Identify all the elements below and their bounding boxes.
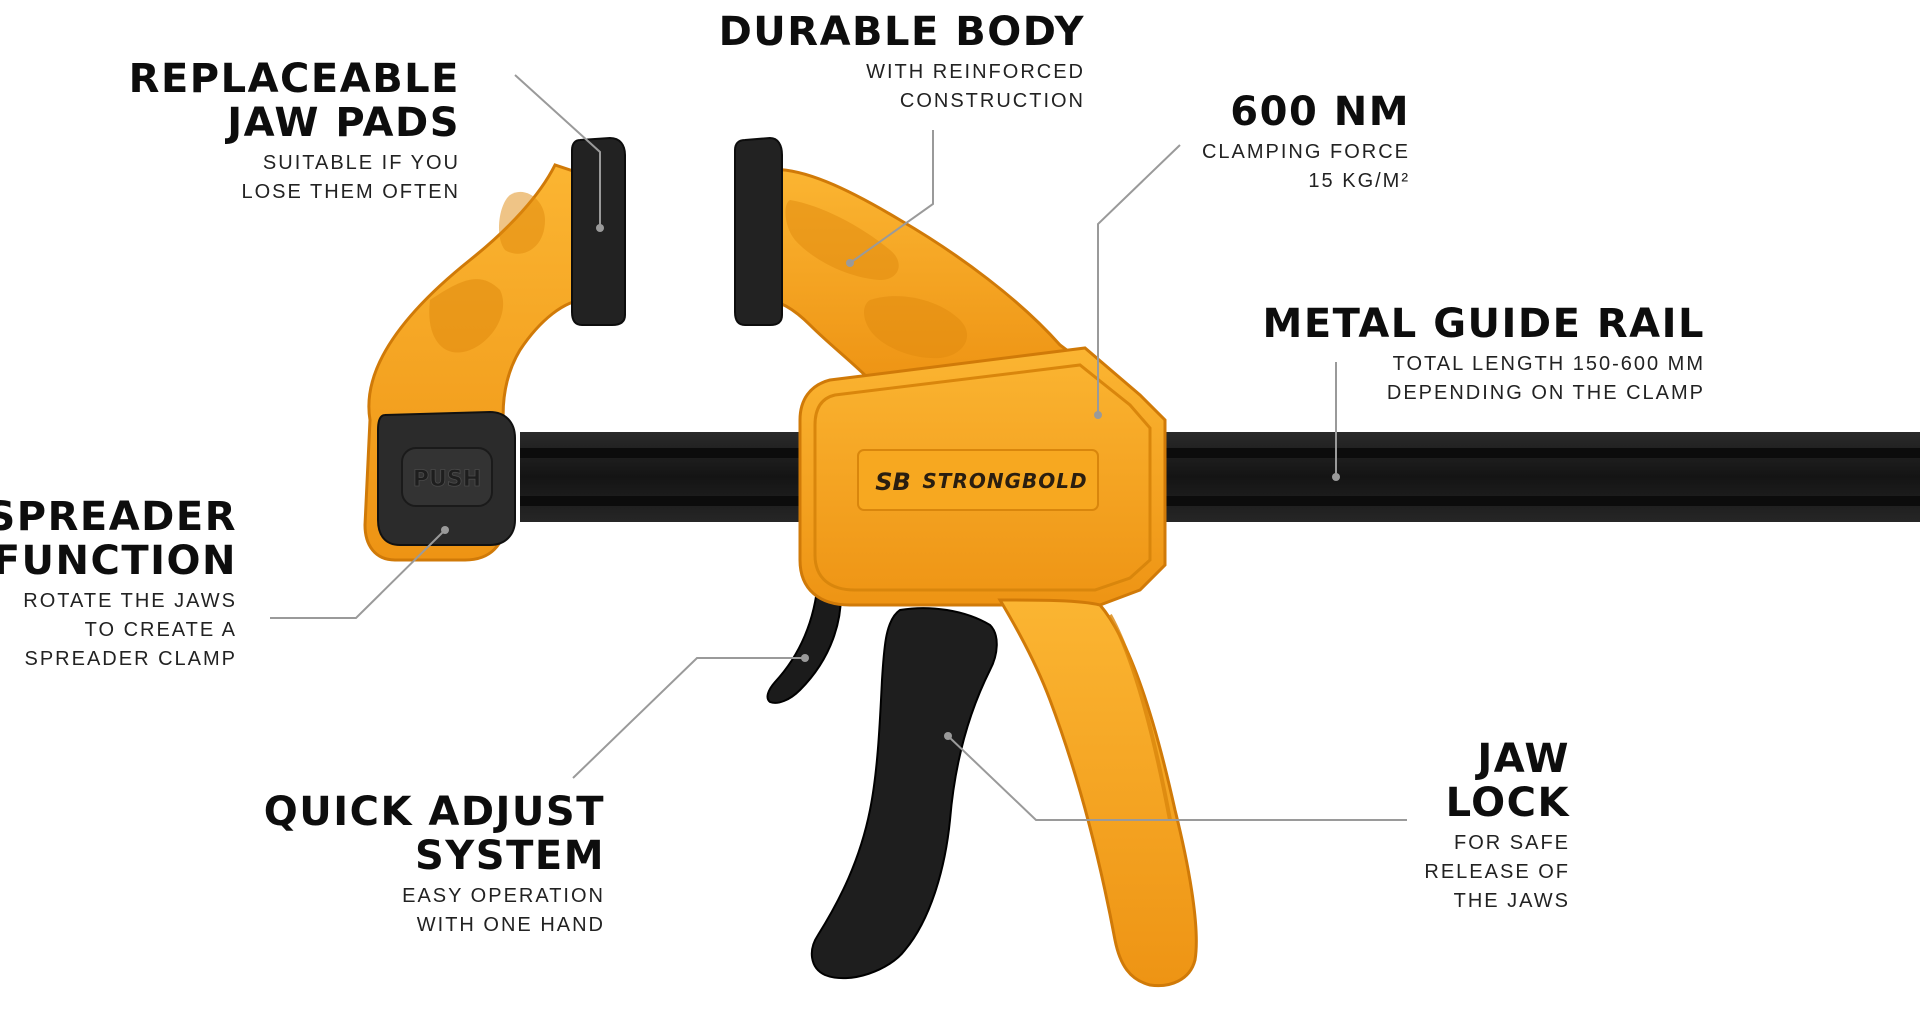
leader-dot-jaw-lock (944, 732, 952, 740)
callout-durable-body-description: WITH REINFORCED CONSTRUCTION (866, 61, 1085, 112)
callout-jaw-lock: JAW LOCK FOR SAFE RELEASE OF THE JAWS (1190, 737, 1570, 916)
quick-release-lever (766, 579, 842, 704)
leader-dot-spreader (441, 526, 449, 534)
callout-spreader-title: SPREADER FUNCTION (0, 494, 237, 584)
push-label: PUSH (413, 467, 481, 492)
callout-clamping-force-description: CLAMPING FORCE 15 KG/M² (1201, 141, 1410, 192)
callout-quick-adjust-description: EASY OPERATION WITH ONE HAND (402, 885, 605, 936)
callout-jaw-pads: REPLACEABLE JAW PADS SUITABLE IF YOU LOS… (80, 57, 460, 207)
leader-dot-jaw-pads (596, 224, 604, 232)
callout-jaw-pads-title: REPLACEABLE JAW PADS (128, 56, 460, 146)
moving-jaw-body (763, 167, 1084, 382)
leader-durable-body (849, 130, 934, 264)
leader-dot-clamping-force (1094, 411, 1102, 419)
leader-jaw-pads (514, 74, 601, 228)
clamp-trigger (810, 607, 998, 980)
callout-guide-rail: METAL GUIDE RAIL TOTAL LENGTH 150-600 MM… (1225, 302, 1705, 408)
callout-quick-adjust-title: QUICK ADJUST SYSTEM (263, 789, 605, 879)
callout-jaw-lock-description: FOR SAFE RELEASE OF THE JAWS (1424, 832, 1570, 912)
metal-guide-rail (520, 432, 1920, 522)
callout-spreader: SPREADER FUNCTION ROTATE THE JAWS TO CRE… (0, 495, 237, 674)
callout-clamping-force-title: 600 NM (1230, 89, 1410, 135)
callout-durable-body-title: DURABLE BODY (718, 9, 1085, 55)
callout-durable-body: DURABLE BODY WITH REINFORCED CONSTRUCTIO… (705, 10, 1085, 116)
clamp-handle (997, 598, 1198, 988)
push-button (377, 410, 516, 546)
clamp-housing (798, 346, 1167, 607)
callout-jaw-lock-title: JAW LOCK (1445, 736, 1570, 826)
leader-dots (441, 224, 1340, 740)
callout-guide-rail-title: METAL GUIDE RAIL (1262, 301, 1705, 347)
leader-lines (270, 74, 1407, 821)
right-jaw-pad (734, 136, 783, 326)
callout-guide-rail-description: TOTAL LENGTH 150-600 MM DEPENDING ON THE… (1386, 353, 1705, 404)
callout-jaw-pads-description: SUITABLE IF YOU LOSE THEM OFTEN (241, 152, 460, 203)
leader-quick-adjust (572, 657, 805, 779)
leader-jaw-lock (947, 735, 1407, 821)
callout-quick-adjust: QUICK ADJUST SYSTEM EASY OPERATION WITH … (225, 790, 605, 940)
leader-dot-quick-adjust (801, 654, 809, 662)
leader-dot-guide-rail (1332, 473, 1340, 481)
brand-name: STRONGBOLD (922, 469, 1087, 493)
leader-clamping-force (1097, 144, 1181, 415)
callout-clamping-force: 600 NM CLAMPING FORCE 15 KG/M² (1030, 90, 1410, 196)
leader-dot-durable-body (846, 259, 854, 267)
brand-monogram: SB (875, 468, 911, 496)
leader-spreader (270, 529, 446, 619)
callout-spreader-description: ROTATE THE JAWS TO CREATE A SPREADER CLA… (23, 590, 237, 670)
